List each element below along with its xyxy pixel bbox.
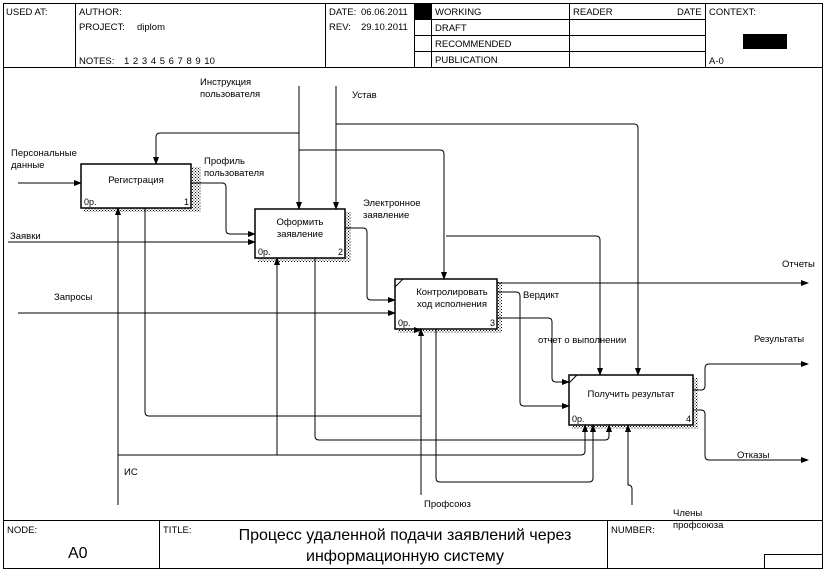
arrow-union-link (435, 329, 596, 483)
box-4-cost: 0р. (572, 414, 585, 424)
header-divider-2 (325, 3, 326, 67)
header-divider-1 (75, 3, 76, 67)
status-publication: PUBLICATION (435, 55, 498, 66)
status-recommended: RECOMMENDED (435, 39, 512, 50)
box-2-number: 2 (338, 247, 343, 257)
author-label: AUTHOR: (79, 7, 122, 18)
footer-top-border (3, 520, 823, 521)
project-label: PROJECT: (79, 22, 125, 33)
arrow-union-to-result (314, 258, 612, 441)
arrow-results (693, 361, 809, 391)
label-queries: Запросы (54, 292, 92, 303)
title-label: TITLE: (163, 525, 192, 536)
label-union: Профсоюз (424, 499, 471, 510)
arrow-charter-to-result (336, 123, 641, 376)
label-results: Результаты (754, 334, 804, 345)
context-thumbnail (743, 34, 787, 49)
box-3-number: 3 (490, 318, 495, 328)
box-3-corner-mark (394, 278, 404, 288)
label-verdict: Вердикт (523, 290, 560, 301)
context-node: A-0 (709, 56, 724, 67)
status-row-line-3 (414, 51, 705, 52)
notes-label: NOTES: (79, 56, 115, 67)
rev-label: REV: (329, 22, 351, 33)
box-get-result[interactable] (568, 374, 694, 426)
footer-divider-2 (607, 520, 608, 569)
arrow-instruction-to-registration (153, 132, 299, 165)
used-at-label: USED AT: (6, 7, 48, 18)
rev-value: 29.10.2011 (361, 22, 408, 33)
label-requests: Заявки (10, 231, 41, 242)
box-4-number: 4 (686, 414, 691, 424)
header-bottom-border (3, 67, 823, 68)
header-divider-6 (705, 3, 706, 67)
arrow-mech-loop (144, 208, 422, 417)
node-label: NODE: (7, 525, 38, 536)
arrow-instruction-to-control (299, 149, 447, 280)
project-value: diplom (137, 22, 165, 33)
working-status-marker (414, 4, 431, 19)
box-2-cost: 0р. (258, 247, 271, 257)
date-label: DATE: (329, 7, 357, 18)
node-value: A0 (68, 545, 88, 562)
arrow-is-to-result (118, 424, 588, 456)
arrow-profile (191, 182, 256, 237)
arrow-e-application (345, 227, 396, 303)
footer-corner-line (764, 554, 823, 555)
label-charter: Устав (352, 90, 377, 101)
box-control-execution[interactable] (394, 278, 498, 330)
label-is: ИС (124, 467, 138, 478)
box-1-number: 1 (184, 197, 189, 207)
diagram-title: Процесс удаленной подачи заявлений через… (238, 527, 572, 565)
arrow-charter-to-result-2 (446, 235, 603, 376)
notes-values: 1 2 3 4 5 6 7 8 9 10 (124, 56, 215, 67)
box-1-cost: 0р. (84, 197, 97, 207)
label-execution-report: отчет о выполнении (538, 335, 626, 346)
arrow-verdict (497, 291, 570, 409)
label-refusals: Отказы (737, 450, 770, 461)
reader-date-label: DATE (677, 7, 702, 18)
status-working: WORKING (435, 7, 482, 18)
diagram-frame (3, 3, 823, 569)
status-row-line-2 (414, 35, 705, 36)
arrow-refusals (693, 409, 809, 463)
box-3-cost: 0р. (398, 318, 411, 328)
footer-divider-3 (764, 554, 765, 569)
arrow-execution-report (497, 317, 570, 385)
box-4-corner-mark (568, 374, 578, 384)
date-value: 06.06.2011 (361, 7, 408, 18)
status-row-line-1 (414, 19, 705, 20)
arrow-union-members (625, 424, 633, 505)
reader-label: READER (573, 7, 613, 18)
status-draft: DRAFT (435, 23, 467, 34)
box-4-name: Получить результат (588, 389, 676, 400)
label-reports: Отчеты (782, 259, 815, 270)
box-1-name: Регистрация (108, 175, 164, 186)
context-label: CONTEXT: (709, 7, 756, 18)
footer-divider-1 (159, 520, 160, 569)
number-label: NUMBER: (611, 525, 655, 536)
box-registration[interactable] (80, 163, 192, 209)
